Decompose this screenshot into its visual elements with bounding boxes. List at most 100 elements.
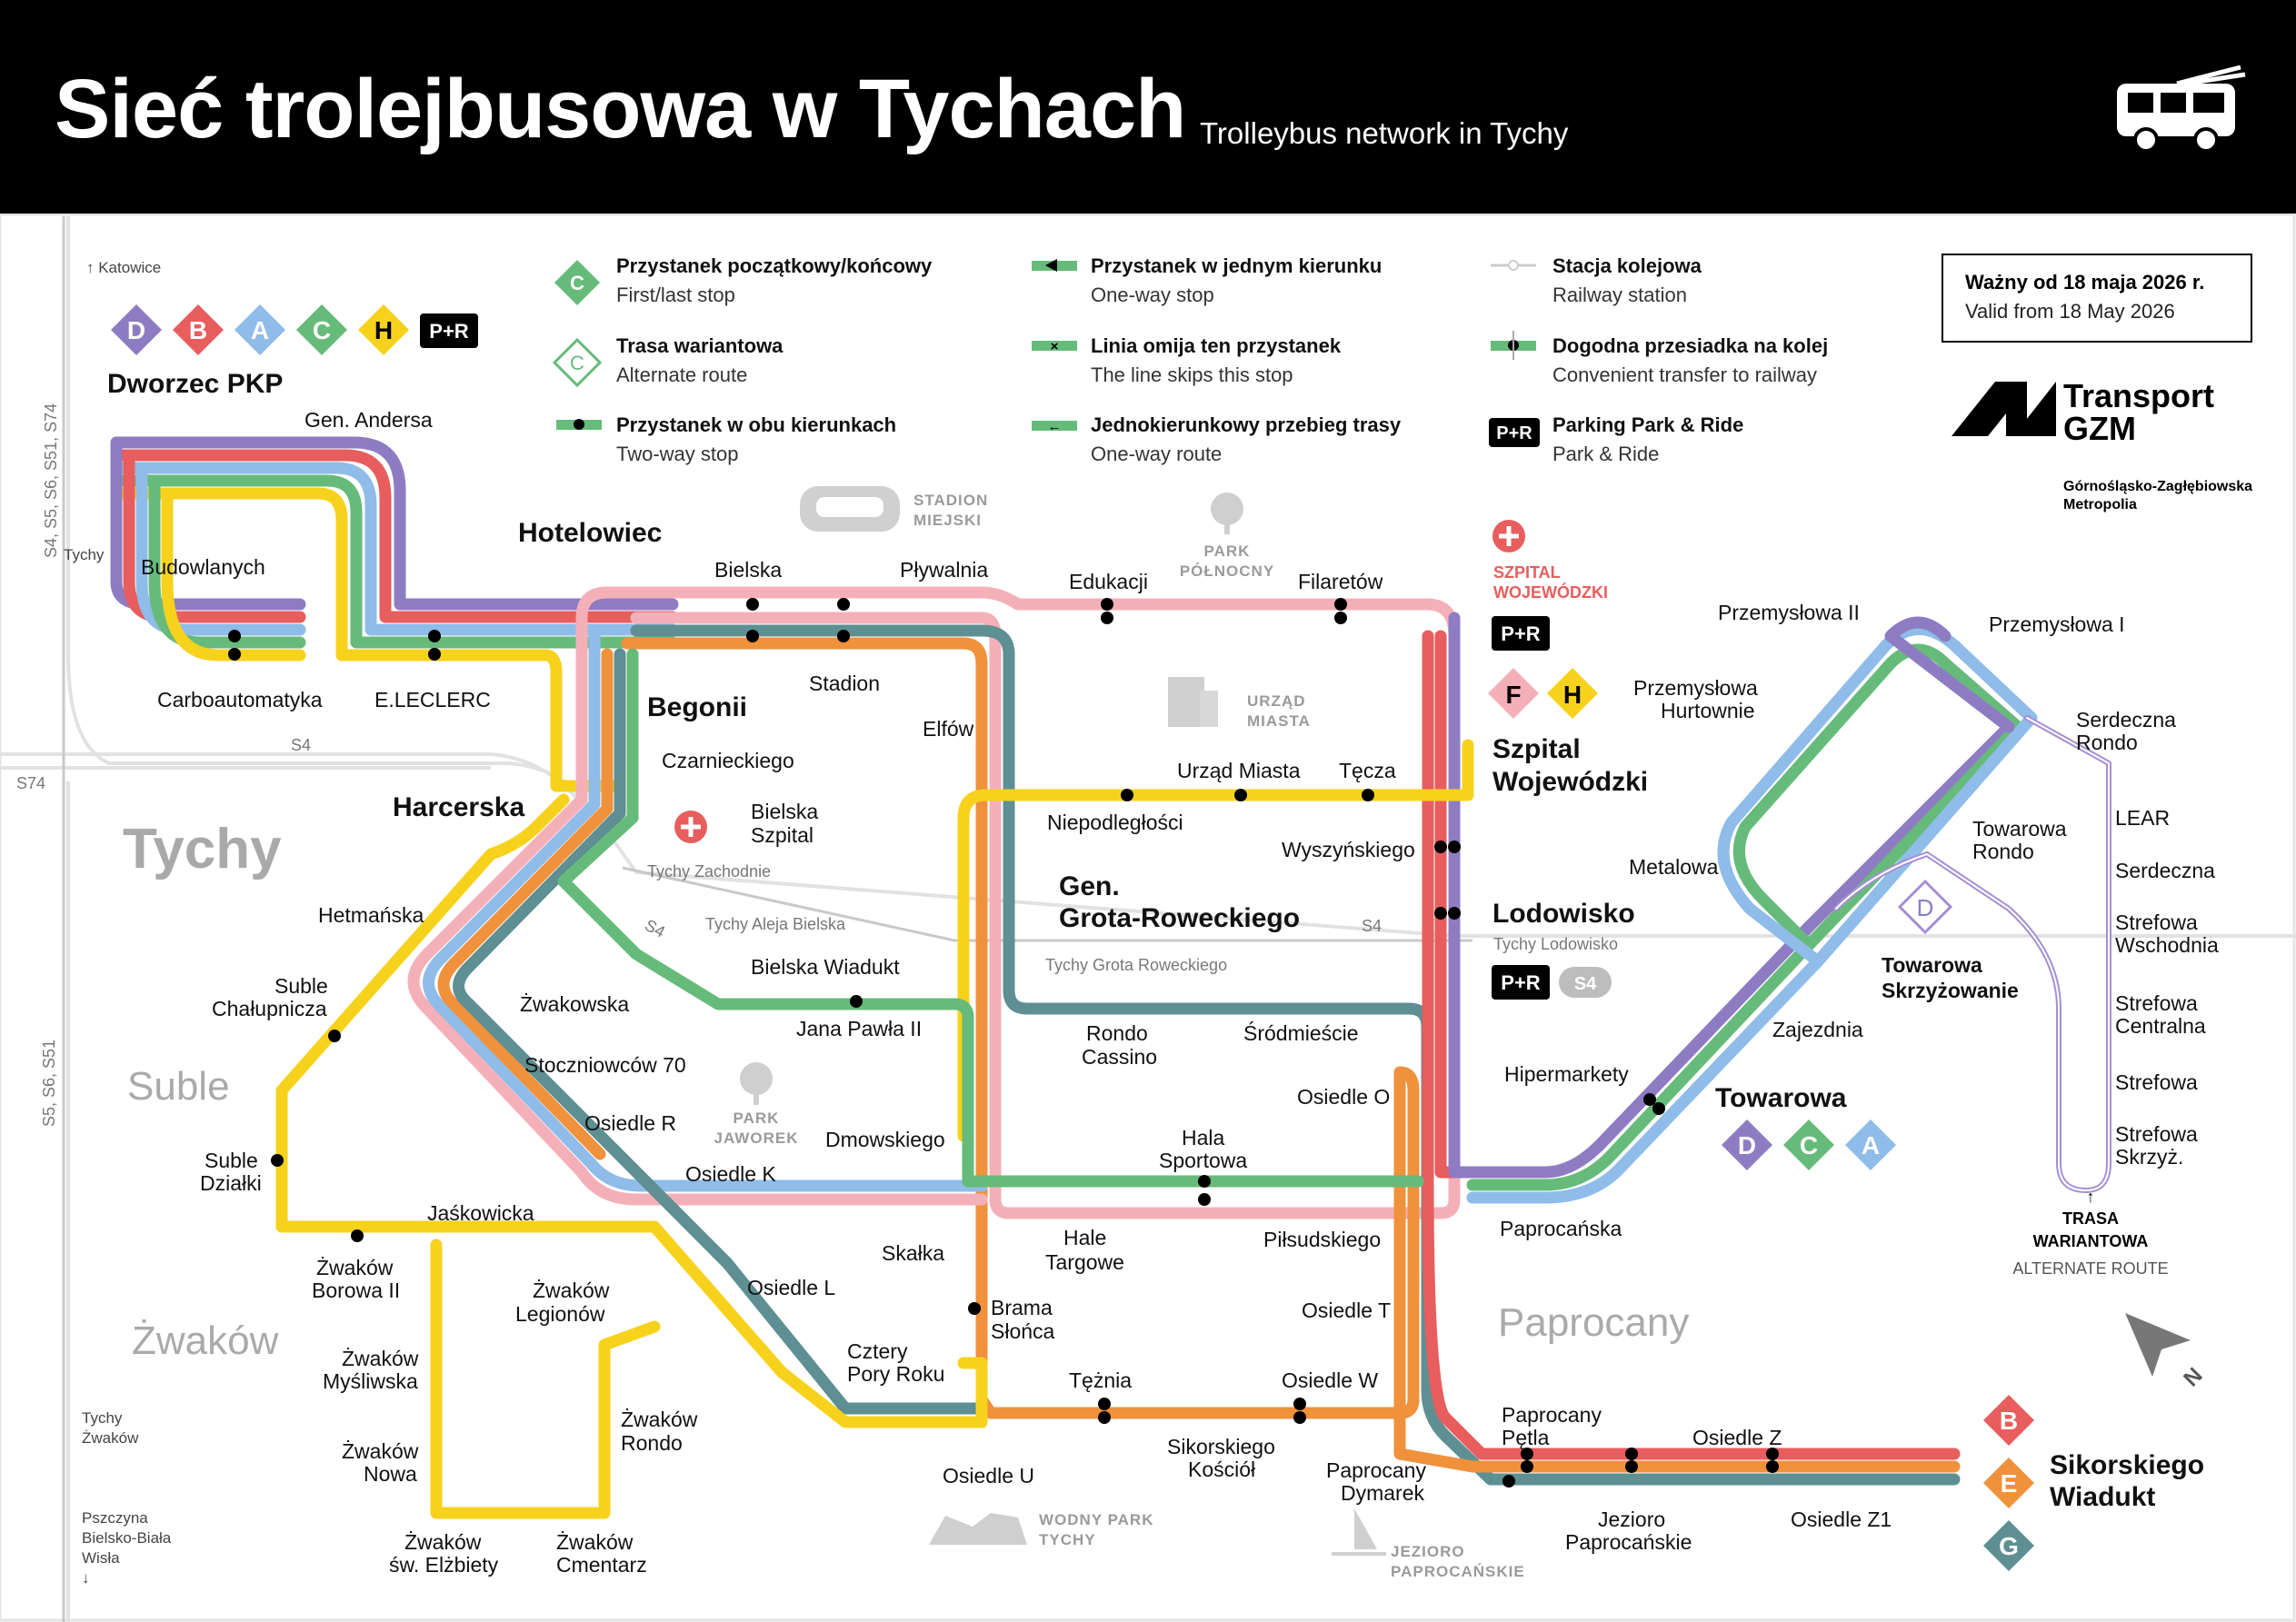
svg-text:B: B	[189, 316, 207, 344]
stop-tecza: Tęcza	[1339, 759, 1396, 782]
stop-paprocany-petla-2: Pętla	[1502, 1426, 1550, 1449]
stop-przemyslowa-ii: Przemysłowa II	[1718, 601, 1860, 624]
terminal-hotelowiec: Hotelowiec	[518, 518, 662, 548]
rail-katowice: ↑ Katowice	[86, 259, 161, 276]
stop-przemyslowa-hurt-2: Hurtownie	[1661, 699, 1755, 722]
stop-elfow: Elfów	[923, 717, 974, 741]
svg-text:H: H	[374, 316, 393, 344]
legend-title-1: Trasa wariantowa	[616, 334, 784, 357]
lake-sail-icon	[1332, 1508, 1386, 1556]
legend-title-6: Stacja kolejowa	[1552, 254, 1702, 277]
brand-name-1: Transport	[2063, 377, 2214, 414]
landmark-jezioro-2: PAPROCAŃSKIE	[1391, 1563, 1525, 1580]
map-frame	[0, 214, 2296, 1622]
stop-bielska: Bielska	[714, 558, 782, 582]
stop-paprocany-petla-1: Paprocany	[1502, 1403, 1602, 1427]
stop-osiedle-o: Osiedle O	[1297, 1085, 1390, 1109]
stop-serdeczna-rondo-1: Serdeczna	[2076, 708, 2176, 731]
network-map: Tychy Suble Żwaków Paprocany ↑ Katowice …	[0, 214, 2296, 1622]
svg-text:G: G	[1999, 1532, 2019, 1560]
landmark-jezioro-1: JEZIORO	[1391, 1543, 1465, 1560]
stadium-icon	[800, 486, 900, 532]
legend-sub-6: Railway station	[1552, 284, 1687, 306]
terminal-begonii: Begonii	[647, 692, 747, 722]
svg-text:P+R: P+R	[429, 320, 469, 343]
stop-strefowa-skrz-1: Strefowa	[2115, 1122, 2198, 1146]
district-suble: Suble	[127, 1064, 230, 1109]
stop-srodmiescie: Śródmieście	[1243, 1020, 1359, 1045]
variant-note-arrow: ↑	[2087, 1188, 2095, 1206]
stop-pilsudskiego: Piłsudskiego	[1263, 1228, 1381, 1251]
hospital-icon	[1492, 520, 1525, 552]
landmark-park-pn-1: PARK	[1204, 542, 1251, 560]
district-zwakow: Żwaków	[132, 1318, 279, 1363]
legend-title-4: Linia omija ten przystanek	[1091, 334, 1342, 357]
stop-zwakowska: Żwakowska	[520, 992, 629, 1016]
terminal-szpital-2: Wojewódzki	[1492, 767, 1648, 797]
lodowisko-badges: P+R S4	[1492, 965, 1612, 1000]
stop-towarowa-rondo-2: Rondo	[1972, 840, 2034, 863]
legend: C C × ← P+R Przystanek początkowy/końcow…	[552, 254, 1828, 465]
legend-sub-0: First/last stop	[616, 284, 735, 306]
park-polnocny-icon	[1211, 493, 1243, 534]
stop-bielska-szpital-2: Szpital	[751, 823, 814, 847]
rail-tychy-zwakow-2: Żwaków	[82, 1429, 139, 1447]
svg-text:C: C	[570, 272, 584, 294]
stop-brama-slonca-1: Brama	[991, 1296, 1053, 1319]
stop-zwakow-cmentarz-1: Żwaków	[556, 1530, 634, 1554]
terminal-towarowa-skrz-1: Towarowa	[1882, 953, 1982, 977]
stop-jaskowicka: Jaśkowicka	[427, 1201, 534, 1225]
validity-line1: Ważny od 18 maja 2026 r.	[1965, 271, 2204, 294]
park-ride-icon: P+R	[1489, 418, 1540, 447]
variant-note-3: ALTERNATE ROUTE	[2012, 1259, 2168, 1278]
page-subtitle: Trolleybus network in Tychy	[1200, 116, 1569, 150]
stop-suble-dzialki-2: Działki	[200, 1171, 262, 1195]
road-s74-label: S74	[16, 774, 45, 792]
two-way-stop-icon	[556, 419, 602, 430]
stop-osiedle-z1: Osiedle Z1	[1791, 1508, 1892, 1531]
stop-strefowa-centr-1: Strefowa	[2115, 991, 2198, 1015]
stop-dmowskiego: Dmowskiego	[825, 1128, 945, 1151]
stop-zwakow-borowa-2: Borowa II	[312, 1279, 400, 1302]
stop-zwakow-elzbiety-1: Żwaków	[404, 1530, 482, 1554]
brand-name-2: GZM	[2063, 410, 2136, 447]
stop-strefowa-wsch-1: Strefowa	[2115, 911, 2198, 934]
stop-zwakow-elzbiety-2: św. Elżbiety	[389, 1553, 499, 1577]
stop-osiedle-r: Osiedle R	[584, 1111, 676, 1135]
park-jaworek-icon	[740, 1062, 773, 1105]
hospital-bielska-icon	[674, 811, 707, 843]
svg-text:×: ×	[1051, 339, 1059, 354]
szpital-line-badges: P+R F H	[1488, 616, 1598, 719]
svg-text:P+R: P+R	[1496, 423, 1532, 443]
svg-text:C: C	[1800, 1131, 1818, 1159]
stop-niepodleglosci: Niepodległości	[1047, 811, 1183, 834]
stop-osiedle-k: Osiedle K	[685, 1162, 776, 1186]
stop-przemyslowa-i: Przemysłowa I	[1989, 612, 2125, 636]
stop-suble-chal-1: Suble	[275, 974, 328, 998]
stop-zwakow-nowa-1: Żwaków	[342, 1439, 419, 1463]
svg-text:F: F	[1505, 681, 1521, 709]
rail-line-s5: S5, S6, S51	[40, 1040, 58, 1127]
road-s4-label: S4	[291, 736, 311, 754]
legend-title-8: Parking Park & Ride	[1552, 413, 1743, 436]
svg-text:E: E	[2001, 1469, 2018, 1498]
stop-czarnieckiego: Czarnieckiego	[662, 749, 794, 772]
stop-sikorskiego-kosciol-2: Kościół	[1188, 1458, 1255, 1481]
stop-stadion: Stadion	[809, 672, 880, 695]
legend-title-2: Przystanek w obu kierunkach	[616, 413, 896, 436]
towarowa-line-badges: D C A	[1722, 1119, 1896, 1170]
landmark-park-pn-2: PÓŁNOCNY	[1180, 562, 1274, 580]
legend-sub-7: Convenient transfer to railway	[1552, 363, 1817, 386]
one-way-stop-icon	[1032, 259, 1077, 272]
stop-serdeczna-rondo-2: Rondo	[2076, 731, 2138, 754]
stop-jezioro-2: Paprocańskie	[1565, 1530, 1692, 1554]
stop-bielska-wiadukt: Bielska Wiadukt	[751, 955, 900, 979]
road-s4-label-3: S4	[1362, 917, 1382, 935]
railway-station-icon	[1491, 260, 1536, 271]
terminal-szpital-1: Szpital	[1492, 734, 1581, 764]
legend-sub-1: Alternate route	[616, 363, 747, 386]
svg-text:N: N	[2179, 1363, 2207, 1391]
sikorskiego-line-badges: B E G	[1983, 1395, 2034, 1571]
stop-carboautomatyka: Carboautomatyka	[157, 688, 323, 711]
stop-markers	[228, 598, 1779, 1488]
